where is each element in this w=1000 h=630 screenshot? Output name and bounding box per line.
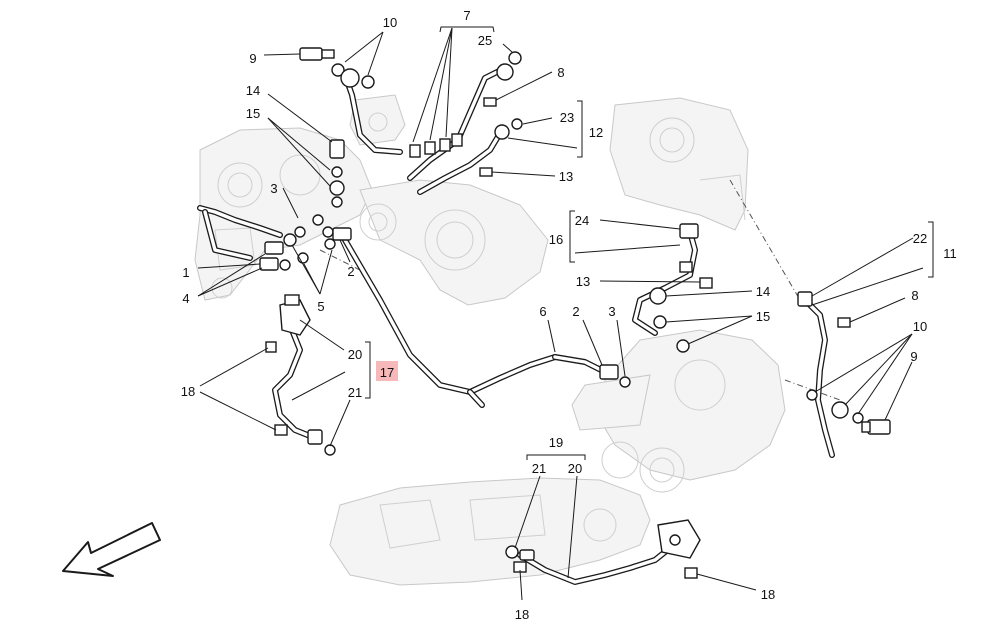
- callout-c25: 25: [478, 33, 492, 48]
- bolt-9-right: [861, 419, 891, 435]
- callout-c16: 16: [549, 232, 563, 247]
- callout-c23: 23: [560, 110, 574, 125]
- callout-c12: 12: [589, 125, 603, 140]
- callout-c8a: 8: [557, 65, 564, 80]
- callout-c3a: 3: [270, 181, 277, 196]
- callout-c21a: 21: [348, 385, 362, 400]
- callout-c2a: 2: [347, 264, 354, 279]
- callout-c5: 5: [317, 299, 324, 314]
- callout-c20b: 20: [568, 461, 582, 476]
- callout-c9a: 9: [249, 51, 256, 66]
- callout-c21b: 21: [532, 461, 546, 476]
- callout-c10a: 10: [383, 15, 397, 30]
- leader-lines: [197, 26, 934, 601]
- callout-17-highlighted[interactable]: 17: [380, 365, 394, 380]
- fittings: [259, 47, 891, 579]
- callout-c15a: 15: [246, 106, 260, 121]
- highlight-box: [376, 361, 398, 381]
- callout-c15b: 15: [756, 309, 770, 324]
- callout-c18c: 18: [515, 607, 529, 622]
- callout-c13b: 13: [576, 274, 590, 289]
- callout-c14b: 14: [756, 284, 770, 299]
- callout-c13a: 13: [559, 169, 573, 184]
- callout-c3b: 3: [608, 304, 615, 319]
- callout-c19: 19: [549, 435, 563, 450]
- callout-c22: 22: [913, 231, 927, 246]
- callout-c2b: 2: [572, 304, 579, 319]
- callout-c6: 6: [539, 304, 546, 319]
- callout-c7: 7: [463, 8, 470, 23]
- callout-c4: 4: [182, 291, 189, 306]
- callout-c20a: 20: [348, 347, 362, 362]
- callout-c11: 11: [943, 246, 957, 261]
- callout-c1: 1: [182, 265, 189, 280]
- callout-c18b: 18: [761, 587, 775, 602]
- callout-c10b: 10: [913, 319, 927, 334]
- callout-c18a: 18: [181, 384, 195, 399]
- callout-c24: 24: [575, 213, 589, 228]
- callout-c14a: 14: [246, 83, 260, 98]
- bolt-9-top: [299, 47, 335, 61]
- callout-c8b: 8: [911, 288, 918, 303]
- direction-arrow-icon: [62, 522, 161, 577]
- callout-c9b: 9: [910, 349, 917, 364]
